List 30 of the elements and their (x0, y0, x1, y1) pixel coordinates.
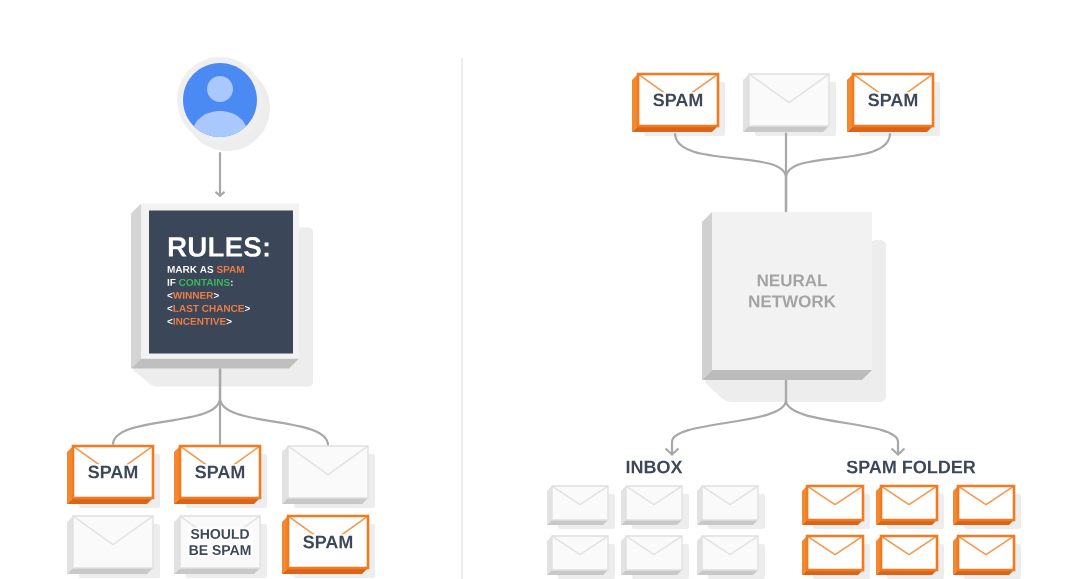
avatar (177, 57, 270, 151)
connector (784, 133, 892, 212)
arrow (784, 380, 906, 456)
envelope (697, 485, 765, 529)
folder-heading: SPAM FOLDER (846, 460, 976, 474)
envelope (953, 484, 1021, 529)
rules-panel: RULES: MARK AS SPAM IF CONTAINS: <WINNER> <LAST CHANCE> <INCENTIVE> (131, 203, 313, 387)
connector (218, 368, 330, 446)
envelope (621, 535, 689, 579)
envelope: SPAM (847, 72, 940, 136)
envelope: SPAM (174, 444, 267, 508)
arrow (214, 152, 226, 198)
envelope (547, 485, 615, 529)
envelope (876, 484, 944, 529)
envelope (743, 73, 836, 136)
folder-heading: INBOX (626, 460, 683, 474)
envelope: SPAM (632, 72, 725, 136)
envelope (282, 445, 375, 508)
envelope (697, 535, 765, 579)
envelope: SPAM (67, 444, 160, 508)
cube-box: NEURAL NETWORK (702, 212, 886, 402)
envelope (67, 515, 160, 578)
envelope (547, 535, 615, 579)
envelope (876, 534, 944, 579)
envelope (802, 534, 870, 579)
envelope: SPAM (282, 514, 375, 578)
envelope (621, 485, 689, 529)
envelope (953, 534, 1021, 579)
envelope (802, 484, 870, 529)
envelope: SHOULD BE SPAM (174, 515, 267, 578)
